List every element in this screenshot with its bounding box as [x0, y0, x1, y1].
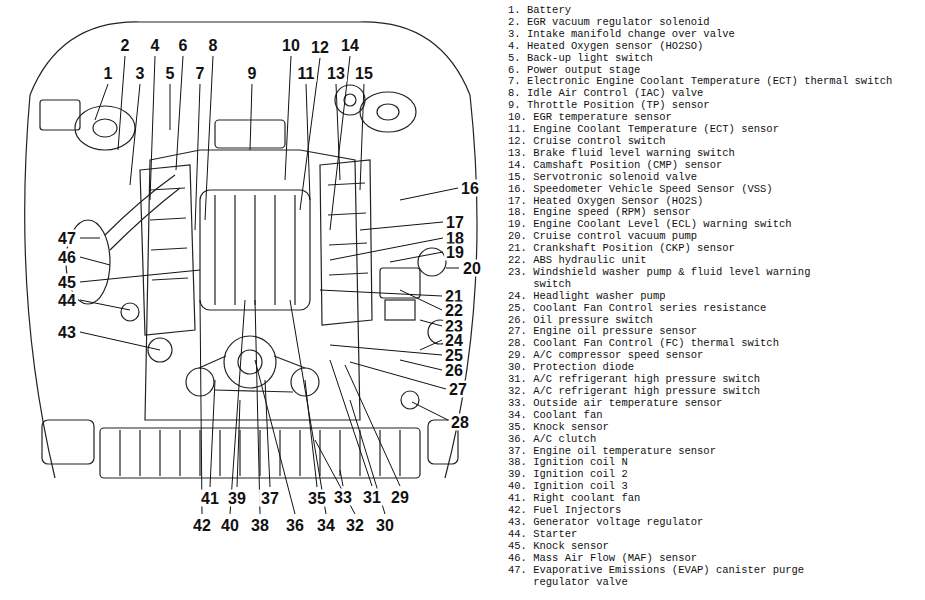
callout-number: 44 [56, 292, 78, 309]
key-entry: 5. Back-up light switch [508, 53, 911, 65]
key-entry: 18. Engine speed (RPM) sensor [508, 207, 911, 219]
callout-number: 5 [164, 65, 177, 82]
callout-number: 2 [119, 37, 132, 54]
callout-number: 8 [207, 37, 220, 54]
callout-number: 27 [447, 381, 469, 398]
key-entry: 32. A/C refrigerant high pressure switch [508, 386, 911, 398]
key-entry: 4. Heated Oxygen sensor (HO2SO) [508, 41, 911, 53]
callout-number: 17 [444, 214, 466, 231]
callout-number: 47 [56, 230, 78, 247]
callout-number: 43 [56, 324, 78, 341]
callout-number: 11 [296, 65, 317, 82]
callout-number: 20 [461, 260, 483, 277]
key-entry: 11. Engine Coolant Temperature (ECT) sen… [508, 124, 911, 136]
key-entry: 40. Ignition coil 3 [508, 481, 911, 493]
callout-number: 6 [177, 37, 190, 54]
key-entry: 37. Engine oil temperature sensor [508, 446, 911, 458]
callout-number: 3 [134, 65, 147, 82]
key-entry: 44. Starter [508, 529, 911, 541]
key-entry: 23. Windshield washer pump & fluid level… [508, 267, 817, 291]
key-entry: 27. Engine oil pressure sensor [508, 326, 911, 338]
key-entry: 19. Engine Coolant Level (ECL) warning s… [508, 219, 911, 231]
key-entry: 25. Coolant Fan Control series resistanc… [508, 303, 911, 315]
key-entry: 22. ABS hydraulic unit [508, 255, 911, 267]
callout-number: 31 [361, 489, 383, 506]
callout-number: 37 [259, 490, 281, 507]
callout-number: 7 [194, 65, 207, 82]
key-entry: 42. Fuel Injectors [508, 505, 911, 517]
callout-number: 28 [449, 414, 471, 431]
callout-number: 10 [280, 37, 302, 54]
key-entry: 28. Coolant Fan Control (FC) thermal swi… [508, 338, 911, 350]
callout-number: 14 [339, 37, 361, 54]
key-entry: 13. Brake fluid level warning switch [508, 148, 911, 160]
callout-number: 1 [102, 65, 115, 82]
key-entry: 45. Knock sensor [508, 541, 911, 553]
callout-number: 33 [332, 489, 354, 506]
leader-lines [80, 56, 459, 514]
callout-number: 40 [219, 517, 241, 534]
key-entry: 2. EGR vacuum regulator solenoid [508, 17, 911, 29]
key-entry: 39. Ignition coil 2 [508, 469, 911, 481]
callout-number: 4 [149, 37, 162, 54]
parts-key: 1. Battery2. EGR vacuum regulator soleno… [508, 5, 911, 588]
callout-number: 34 [315, 517, 337, 534]
engine-bay-drawing [25, 22, 477, 478]
callout-number: 15 [353, 65, 375, 82]
key-entry: 33. Outside air temperature sensor [508, 398, 911, 410]
key-entry: 30. Protection diode [508, 362, 911, 374]
key-entry: 29. A/C compressor speed sensor [508, 350, 911, 362]
key-entry: 6. Power output stage [508, 65, 911, 77]
callout-number: 29 [389, 489, 411, 506]
key-entry: 15. Servotronic solenoid valve [508, 172, 911, 184]
callout-number: 45 [56, 274, 78, 291]
key-entry: 17. Heated Oxygen Sensor (HO2S) [508, 196, 911, 208]
key-entry: 12. Cruise control switch [508, 136, 911, 148]
key-entry: 3. Intake manifold change over valve [508, 29, 911, 41]
callout-number: 46 [56, 249, 78, 266]
callout-number: 32 [344, 517, 366, 534]
key-entry: 43. Generator voltage regulator [508, 517, 911, 529]
callout-number: 13 [325, 65, 347, 82]
key-entry: 46. Mass Air Flow (MAF) sensor [508, 553, 911, 565]
callout-number: 19 [444, 244, 466, 261]
key-entry: 24. Headlight washer pump [508, 291, 911, 303]
key-entry: 7. Electronic Engine Coolant Temperature… [508, 76, 911, 88]
callout-number: 9 [246, 65, 259, 82]
key-entry: 36. A/C clutch [508, 434, 911, 446]
key-entry: 14. Camshaft Position (CMP) sensor [508, 160, 911, 172]
callout-number: 42 [191, 517, 213, 534]
callout-number: 38 [249, 517, 271, 534]
key-entry: 47. Evaporative Emissions (EVAP) caniste… [508, 565, 810, 589]
key-entry: 26. Oil pressure switch [508, 315, 911, 327]
callout-number: 16 [459, 180, 481, 197]
key-entry: 8. Idle Air Control (IAC) valve [508, 88, 911, 100]
key-entry: 41. Right coolant fan [508, 493, 911, 505]
callout-number: 30 [374, 517, 396, 534]
key-entry: 16. Speedometer Vehicle Speed Sensor (VS… [508, 184, 911, 196]
key-entry: 21. Crankshaft Position (CKP) sensor [508, 243, 911, 255]
key-entry: 10. EGR temperature sensor [508, 112, 911, 124]
key-entry: 38. Ignition coil N [508, 457, 911, 469]
key-entry: 31. A/C refrigerant high pressure switch [508, 374, 911, 386]
key-entry: 35. Knock sensor [508, 422, 911, 434]
callout-number: 26 [443, 362, 465, 379]
callout-number: 39 [226, 490, 248, 507]
callout-number: 35 [306, 490, 328, 507]
callout-number: 12 [309, 39, 331, 56]
callout-number: 22 [443, 302, 465, 319]
callout-number: 36 [284, 517, 306, 534]
key-entry: 1. Battery [508, 5, 911, 17]
key-entry: 9. Throttle Position (TP) sensor [508, 100, 911, 112]
callout-number: 41 [199, 490, 221, 507]
key-entry: 20. Cruise control vacuum pump [508, 231, 911, 243]
key-entry: 34. Coolant fan [508, 410, 911, 422]
